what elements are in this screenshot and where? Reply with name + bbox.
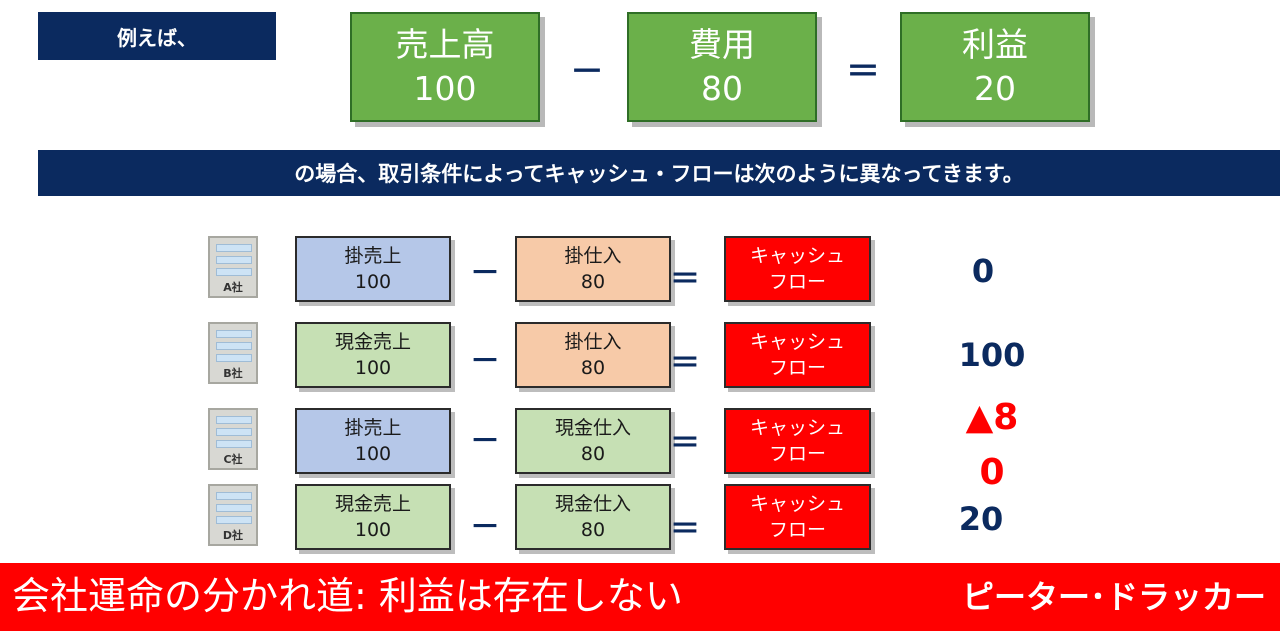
cash-flow-box: キャッシュ フロー (724, 408, 871, 474)
revenue-term-box: 掛売上 100 (295, 408, 451, 474)
building-icon: A社 (208, 236, 258, 298)
revenue-term-label: 現金売上 (334, 493, 411, 515)
revenue-term-box: 現金売上 100 (295, 322, 451, 388)
revenue-label: 売上高 (395, 25, 495, 64)
building-icon: C社 (208, 408, 258, 470)
cost-term-label: 掛仕入 (564, 245, 622, 267)
cash-flow-result: 0 (971, 252, 995, 290)
revenue-term-value: 100 (354, 357, 392, 379)
revenue-term-label: 掛売上 (344, 245, 402, 267)
revenue-term-value: 100 (354, 443, 392, 465)
cash-flow-box: キャッシュ フロー (724, 322, 871, 388)
company-label: B社 (223, 367, 243, 380)
cost-term-box: 掛仕入 80 (515, 236, 671, 302)
revenue-term-label: 現金売上 (334, 331, 411, 353)
cash-flow-line2: フロー (768, 443, 826, 465)
cash-flow-line1: キャッシュ (749, 245, 845, 267)
cost-term-value: 80 (580, 443, 606, 465)
cost-term-value: 80 (580, 271, 606, 293)
profit-box: 利益 20 (900, 12, 1090, 122)
banner: の場合、取引条件によってキャッシュ・フローは次のように異なってきます。 (38, 150, 1280, 196)
cash-flow-box: キャッシュ フロー (724, 484, 871, 550)
intro-label: 例えば、 (38, 12, 276, 60)
company-label: D社 (222, 529, 244, 542)
revenue-box: 売上高 100 (350, 12, 540, 122)
equals-operator: ＝ (670, 346, 700, 381)
cash-flow-box: キャッシュ フロー (724, 236, 871, 302)
company-label: C社 (223, 453, 243, 466)
cash-flow-result: ▲8 (965, 397, 1019, 438)
equals-operator: ＝ (846, 52, 880, 92)
revenue-term-value: 100 (354, 271, 392, 293)
minus-operator: － (470, 256, 500, 291)
building-icon: B社 (208, 322, 258, 384)
cost-term-label: 現金仕入 (554, 493, 631, 515)
minus-operator: － (470, 510, 500, 545)
cost-term-value: 80 (580, 519, 606, 541)
cash-flow-line1: キャッシュ (749, 417, 845, 439)
equals-operator: ＝ (670, 426, 700, 461)
revenue-value: 100 (413, 69, 477, 108)
cash-flow-line2: フロー (768, 271, 826, 293)
minus-operator: － (470, 344, 500, 379)
expense-box: 費用 80 (627, 12, 817, 122)
equals-operator: ＝ (670, 262, 700, 297)
cash-flow-result: 100 (958, 336, 1026, 374)
footer-banner: 会社運命の分かれ道: 利益は存在しない ピーター･ドラッカー (0, 563, 1280, 631)
revenue-term-value: 100 (354, 519, 392, 541)
minus-operator: － (570, 52, 604, 92)
cash-flow-result: 20 (958, 500, 1004, 538)
cost-term-box: 掛仕入 80 (515, 322, 671, 388)
cash-flow-result-extra: 0 (979, 452, 1005, 493)
footer-quote: 会社運命の分かれ道: 利益は存在しない (12, 574, 683, 618)
cost-term-label: 現金仕入 (554, 417, 631, 439)
cost-term-box: 現金仕入 80 (515, 484, 671, 550)
profit-value: 20 (974, 69, 1016, 108)
intro-label-text: 例えば、 (117, 25, 197, 50)
revenue-term-box: 掛売上 100 (295, 236, 451, 302)
cost-term-label: 掛仕入 (564, 331, 622, 353)
equals-operator: ＝ (670, 512, 700, 547)
revenue-term-label: 掛売上 (344, 417, 402, 439)
company-label: A社 (223, 281, 243, 294)
building-icon: D社 (208, 484, 258, 546)
cash-flow-line2: フロー (768, 357, 826, 379)
minus-operator: － (470, 424, 500, 459)
cash-flow-line1: キャッシュ (749, 493, 845, 515)
cost-term-value: 80 (580, 357, 606, 379)
revenue-term-box: 現金売上 100 (295, 484, 451, 550)
expense-label: 費用 (689, 25, 755, 64)
profit-label: 利益 (962, 25, 1028, 64)
cash-flow-line1: キャッシュ (749, 331, 845, 353)
expense-value: 80 (701, 69, 743, 108)
cash-flow-line2: フロー (768, 519, 826, 541)
cost-term-box: 現金仕入 80 (515, 408, 671, 474)
footer-author: ピーター･ドラッカー (962, 578, 1267, 616)
banner-text: の場合、取引条件によってキャッシュ・フローは次のように異なってきます。 (294, 162, 1024, 186)
